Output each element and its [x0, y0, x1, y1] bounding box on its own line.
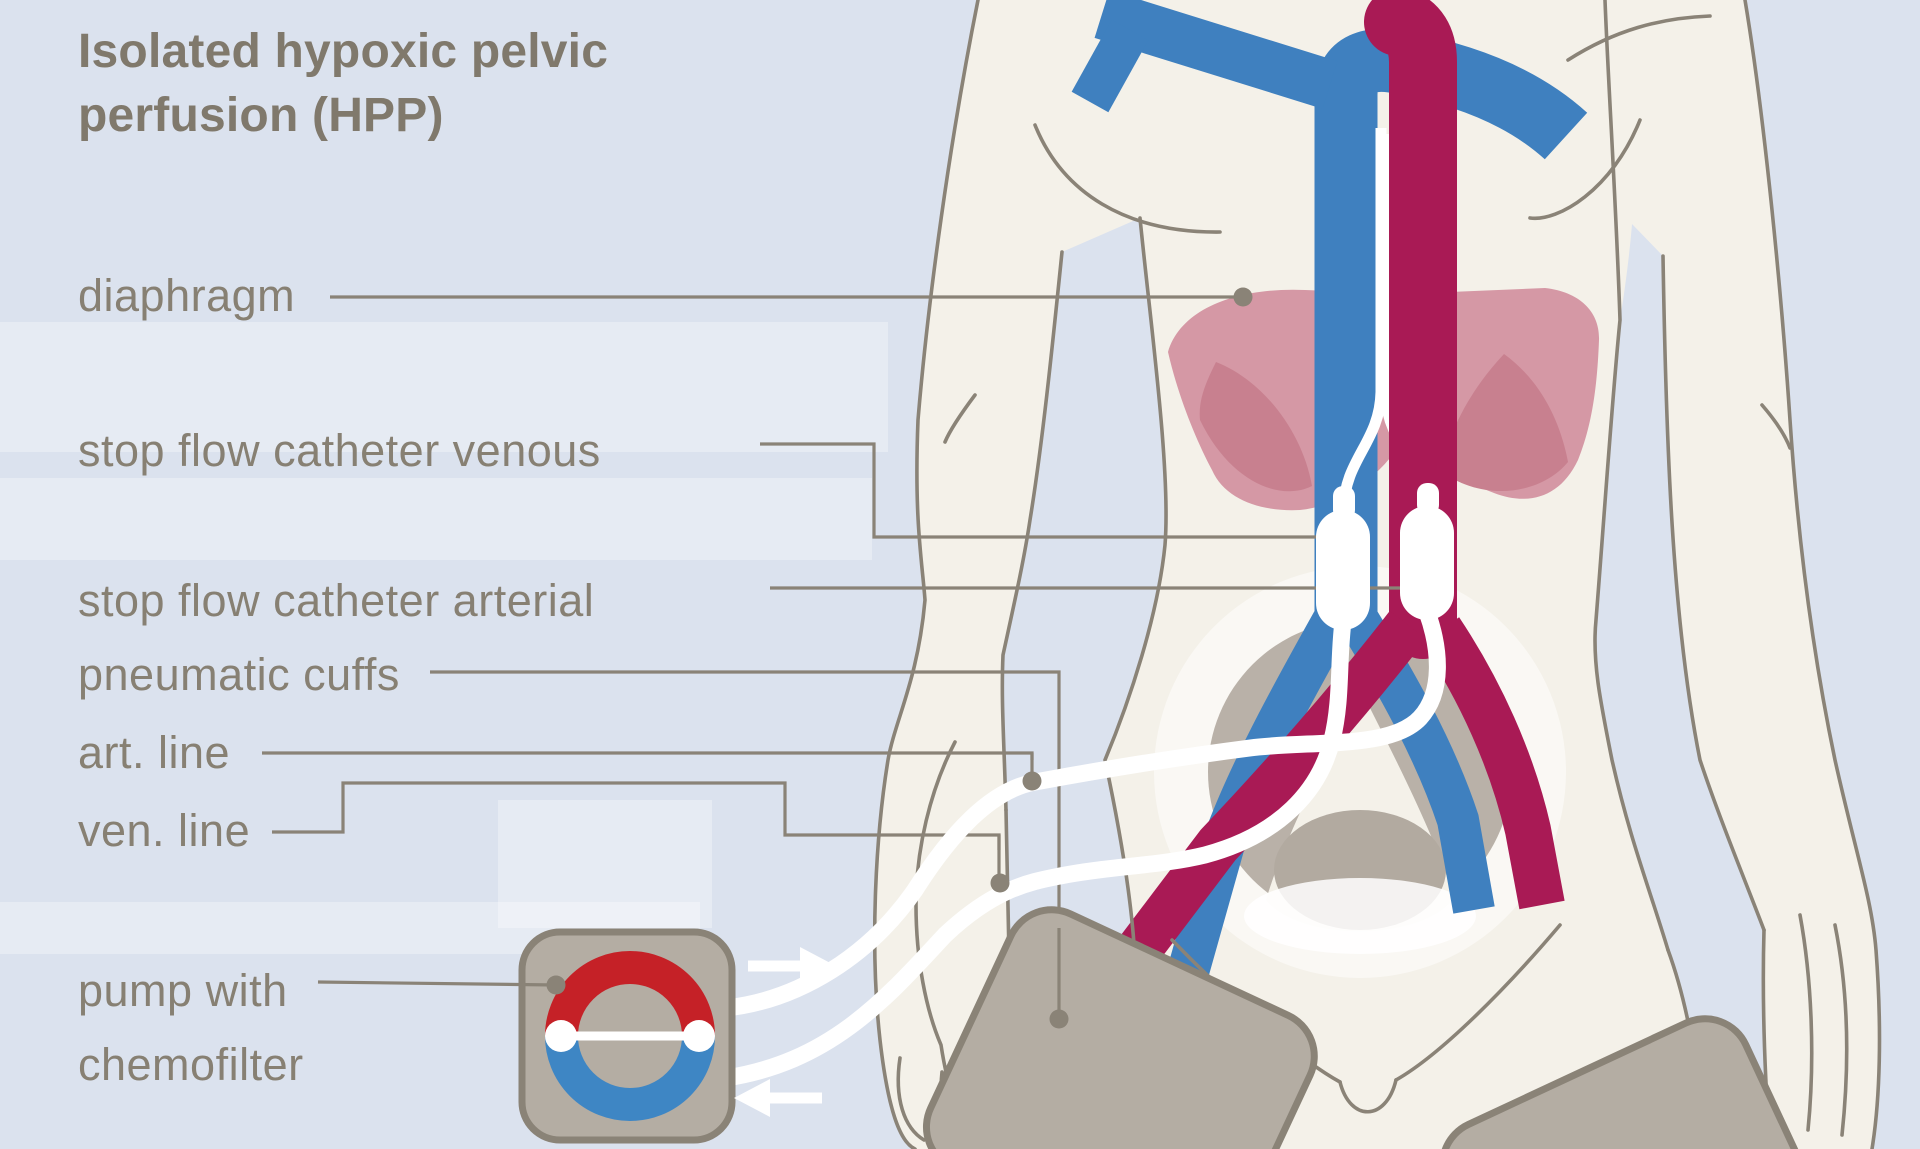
label-diaphragm: diaphragm — [78, 270, 296, 321]
right-elbow-crease — [1760, 403, 1792, 450]
right-arm-outer-line — [1743, 0, 1882, 1149]
label-stop-flow-catheter-venous: stop flow catheter venous — [78, 425, 601, 476]
flow-arrow-left-icon — [734, 1079, 822, 1117]
diagram-title: Isolated hypoxic pelvic perfusion (HPP) — [78, 25, 609, 142]
right-finger-line-1 — [1798, 913, 1814, 1132]
pneumatic-leader — [430, 670, 1061, 930]
left-armpit-crease — [1033, 123, 1222, 234]
arterial-catheter — [1400, 483, 1454, 620]
leader-overlays — [990, 753, 1069, 1029]
label-art-line: art. line — [78, 727, 231, 778]
right-arm-inner-line — [1661, 254, 1766, 932]
right-groin-crease — [1394, 923, 1562, 1082]
arterial-tube — [717, 603, 1446, 1017]
venous-catheter-balloon — [1316, 510, 1370, 630]
left-subclavian-stub — [1071, 19, 1149, 113]
pump-ring-red — [545, 951, 715, 1037]
pump-leader-dot — [546, 975, 566, 995]
pump-chemofilter-rotor-icon — [518, 928, 736, 1144]
pump-roller-right — [683, 1020, 715, 1052]
diaphragm-leader-dot — [1233, 287, 1253, 307]
torso-left-line — [1103, 216, 1168, 962]
flow-arrow-right-icon — [748, 947, 836, 985]
label-pump-with-chemofilter: pump with chemofilter — [78, 965, 304, 1090]
pump-leader — [317, 975, 566, 995]
pump-roller-left — [545, 1020, 577, 1052]
left-subclavian-vein — [1094, 0, 1338, 109]
label-pneumatic-cuffs: pneumatic cuffs — [78, 649, 400, 700]
pelvis-floor — [1244, 878, 1476, 954]
left-arm-outer-line — [872, 0, 980, 1149]
diaphragm-left-inner — [1199, 362, 1312, 492]
pump-leader-line — [317, 980, 557, 987]
right-trapezius-line — [1566, 14, 1712, 62]
right-armpit-crease — [1528, 118, 1642, 221]
ven-line-leader-dot — [990, 873, 1010, 893]
pump-ring-blue — [545, 1035, 715, 1121]
art-line-leader-dot — [1022, 771, 1042, 791]
venous-leader — [760, 442, 1343, 539]
pneumatic-leader-dot — [1049, 1009, 1069, 1029]
perfusion-tubes — [717, 603, 1446, 1087]
left-elbow-crease — [943, 393, 977, 444]
torso-right-line — [1593, 0, 1670, 952]
left-arm-inner-line — [1000, 250, 1064, 812]
right-armpit-gap — [1594, 224, 1770, 1149]
label-ven-line: ven. line — [78, 805, 251, 856]
pneumatic-cuff-left — [922, 906, 1318, 1149]
groin-center-line — [1338, 1078, 1398, 1114]
diaphragm-right-inner — [1440, 354, 1568, 492]
right-iliac-artery — [1420, 617, 1565, 910]
left-finger-line-2 — [896, 1056, 926, 1142]
label-stop-flow-catheter-arterial: stop flow catheter arterial — [78, 575, 595, 626]
pneumatic-cuff-right — [1438, 1015, 1834, 1149]
venous-tube — [717, 613, 1352, 1087]
aorta-trunk — [1364, 0, 1457, 659]
right-finger-line-2 — [1833, 923, 1849, 1137]
arterial-catheter-balloon — [1400, 506, 1454, 620]
venous-catheter — [1316, 486, 1370, 630]
